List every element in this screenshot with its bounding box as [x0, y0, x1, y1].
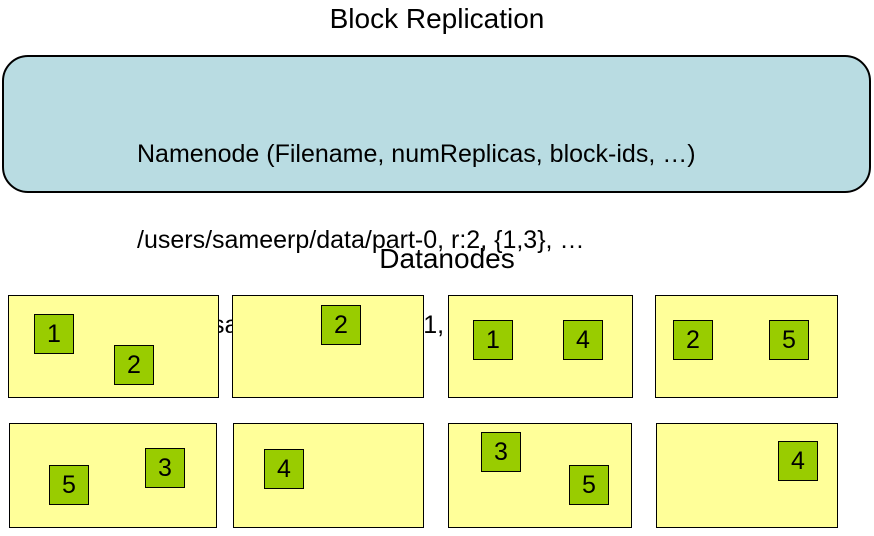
diagram-title: Block Replication	[329, 3, 545, 34]
namenode-line-1: Namenode (Filename, numReplicas, block-i…	[137, 140, 696, 168]
datanode-5-block-3: 3	[145, 448, 185, 488]
datanode-1-block-1: 1	[34, 314, 74, 354]
datanode-2-block-2: 2	[321, 305, 361, 345]
datanode-2: 2	[232, 295, 424, 398]
namenode-line-2: /users/sameerp/data/part-0, r:2, {1,3}, …	[137, 225, 585, 254]
datanode-8-block-4: 4	[778, 441, 818, 481]
datanode-7-block-5: 5	[569, 465, 609, 505]
datanode-3-block-4: 4	[563, 320, 603, 360]
datanodes-heading: Datanodes	[379, 243, 515, 274]
datanode-7-block-3: 3	[481, 432, 521, 472]
datanode-6: 4	[233, 423, 424, 528]
datanode-8: 4	[656, 423, 838, 528]
datanode-1-block-2: 2	[114, 345, 154, 385]
datanode-3-block-1: 1	[473, 320, 513, 360]
datanode-4-block-2: 2	[673, 320, 713, 360]
datanode-5-block-5: 5	[49, 465, 89, 505]
datanode-6-block-4: 4	[264, 449, 304, 489]
namenode-box	[2, 55, 871, 193]
datanode-4-block-5: 5	[769, 320, 809, 360]
